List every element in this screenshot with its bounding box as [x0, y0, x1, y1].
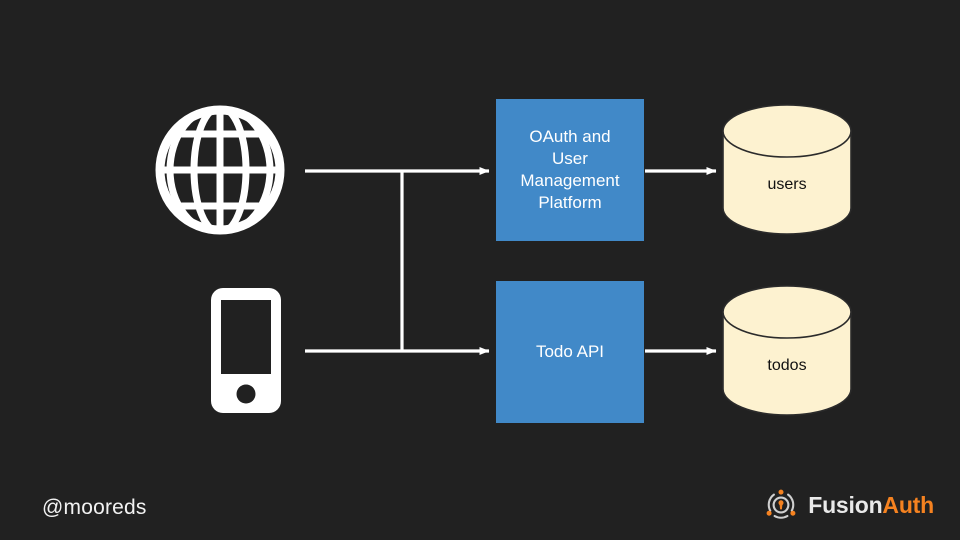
users-db-cylinder [722, 104, 852, 235]
mobile-phone-icon [211, 288, 281, 413]
author-handle: @mooreds [42, 496, 147, 519]
brand-word-auth: Auth [882, 491, 934, 518]
globe-icon [155, 105, 285, 235]
brand-word-fusion: Fusion [808, 491, 883, 518]
fusionauth-brand: FusionAuth [763, 487, 934, 523]
service-to-datastore-connectors [645, 167, 717, 355]
client-to-service-connectors [305, 167, 490, 355]
fusionauth-wordmark: FusionAuth [808, 492, 934, 519]
fusionauth-keyhole-icon [766, 489, 796, 519]
todos-db-cylinder [722, 285, 852, 416]
oauth-service-box [496, 99, 644, 241]
todo-api-box [496, 281, 644, 423]
